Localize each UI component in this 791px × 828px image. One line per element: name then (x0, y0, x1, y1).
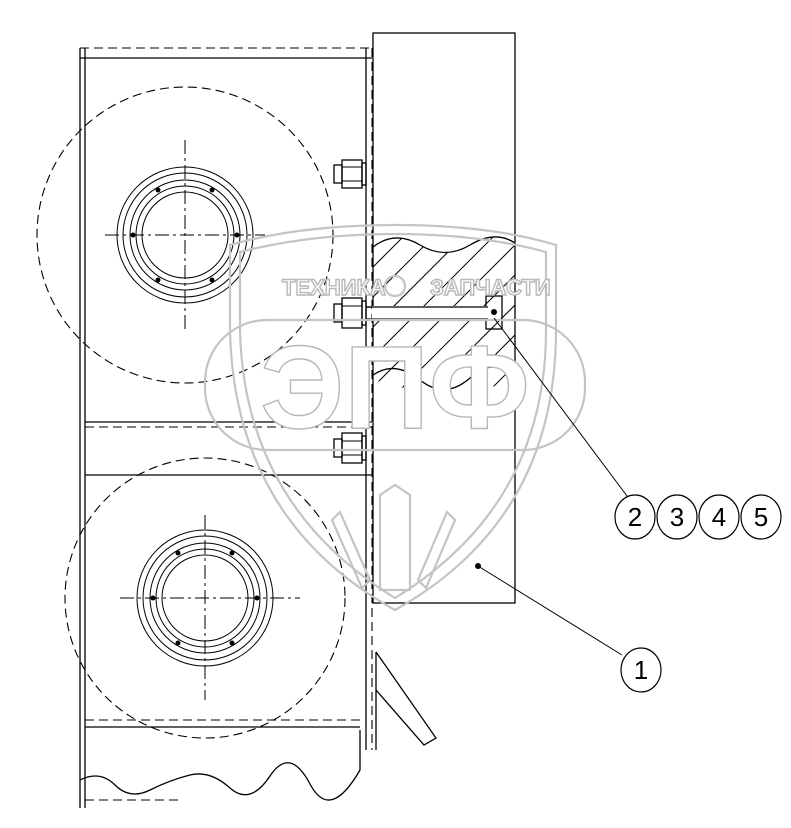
watermark-text-right: ЗАПЧАСТИ (430, 275, 551, 300)
housing-frame (79, 47, 437, 808)
bolt-upper (333, 159, 367, 189)
callout-2: 2 (614, 494, 656, 540)
callout-4: 4 (698, 494, 740, 540)
callout-5-label: 5 (754, 502, 768, 532)
watermark-text-left: ТЕХНИКА (282, 275, 386, 300)
watermark-logo-text: ЭПФ (260, 322, 529, 454)
callout-4-label: 4 (712, 502, 726, 532)
bolt-lower (333, 432, 367, 464)
wheat-icon (330, 483, 457, 592)
section-cut (366, 236, 516, 391)
leader-lines (475, 317, 631, 656)
upper-rotor (36, 86, 334, 384)
callout-1-label: 1 (634, 655, 648, 685)
watermark-logo: ТЕХНИКА ЗАПЧАСТИ ЭПФ (203, 223, 587, 612)
callout-3-label: 3 (670, 502, 684, 532)
callout-2-label: 2 (628, 502, 642, 532)
lower-rotor (64, 457, 346, 739)
callout-3: 3 (656, 494, 698, 540)
callout-1: 1 (620, 647, 662, 693)
callout-5: 5 (740, 494, 782, 540)
